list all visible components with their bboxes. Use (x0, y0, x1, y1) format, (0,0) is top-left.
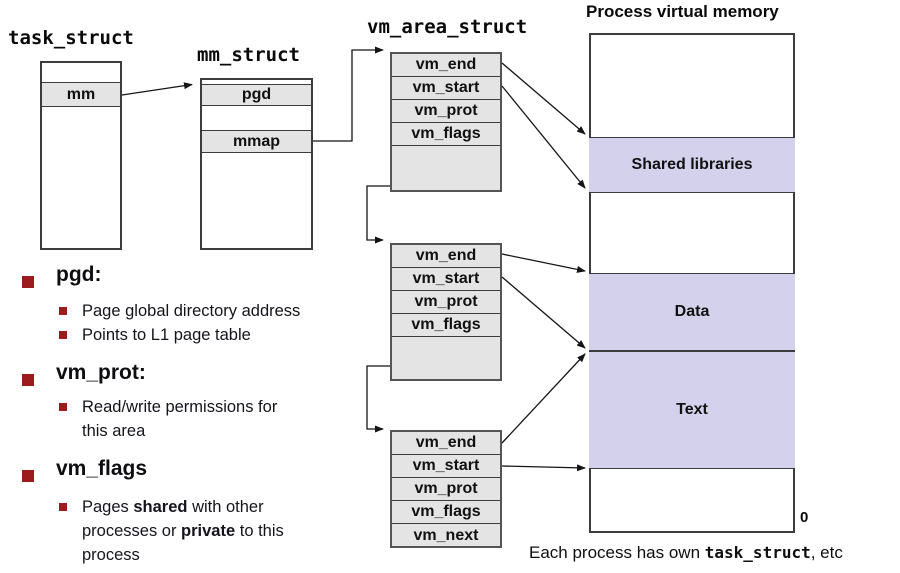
region-text: Text (589, 351, 795, 469)
vm-field: vm_flags (392, 123, 500, 146)
bullet-item: Page global directory address (82, 302, 301, 320)
arrow-mmap-to-vm-area-1 (313, 46, 384, 142)
arrow-mm-to-mm-struct (121, 82, 193, 96)
bullet-item: Read/write permissions for this area (82, 398, 278, 440)
arrow-vm1-start-to-shared-bottom (501, 85, 586, 189)
memory-title: Process virtual memory (586, 2, 779, 21)
address-zero-label: 0 (800, 509, 809, 526)
bullet-heading-vm-flags: vm_flags (56, 457, 148, 480)
vm-field: vm_start (392, 268, 500, 291)
caption-mono: task_struct (704, 543, 811, 562)
memory-box: Shared libraries Data Text (589, 33, 795, 533)
mm-struct-title: mm_struct (197, 44, 300, 66)
arrow-vm-area-1-to-2 (366, 185, 390, 244)
vm-field: vm_flags (392, 314, 500, 337)
arrow-vm2-end-to-data-top (501, 253, 586, 273)
mm-struct-mmap-field: mmap (202, 130, 311, 153)
caption-prefix: Each process has own (529, 543, 705, 562)
region-data: Data (589, 273, 795, 351)
bullet-item: Pages shared with other processes or pri… (82, 498, 284, 564)
vm-area-struct-box-2: vm_end vm_start vm_prot vm_flags (390, 243, 502, 381)
arrow-vm-area-2-to-3 (366, 365, 390, 433)
footer-caption: Each process has own task_struct, etc (529, 543, 843, 563)
region-shared-libraries: Shared libraries (589, 137, 795, 193)
mm-struct-pgd-field: pgd (202, 84, 311, 106)
bullet-heading-vm-prot: vm_prot: (56, 361, 146, 384)
vm-field: vm_prot (392, 478, 500, 501)
bullet-icon (22, 374, 34, 386)
vm-area-struct-box-1: vm_end vm_start vm_prot vm_flags (390, 52, 502, 192)
caption-suffix: , etc (810, 543, 843, 562)
task-struct-box: mm (40, 61, 122, 250)
bullet-heading-pgd: pgd: (56, 263, 102, 286)
arrow-vm3-end-to-text-top (501, 353, 586, 444)
vm-box-filler (392, 146, 500, 190)
arrow-vm1-end-to-shared-top (501, 62, 586, 135)
task-struct-title: task_struct (8, 27, 134, 49)
vm-box-filler (392, 337, 500, 379)
arrow-vm2-start-to-data-bottom (501, 276, 586, 349)
vm-field: vm_prot (392, 291, 500, 314)
vm-field: vm_prot (392, 100, 500, 123)
vm-area-struct-title: vm_area_struct (367, 16, 528, 38)
sub-bullet-icon (59, 403, 67, 411)
task-struct-mm-field: mm (42, 82, 120, 107)
vm-field: vm_next (413, 526, 479, 544)
vm-field: vm_flags (392, 501, 500, 524)
vm-field: vm_end (392, 54, 500, 77)
mm-struct-box: pgd mmap (200, 78, 313, 250)
vm-field: vm_end (392, 245, 500, 268)
bullet-icon (22, 276, 34, 288)
arrow-vm3-start-to-text-bottom (501, 464, 586, 472)
vm-field: vm_end (392, 432, 500, 455)
vm-area-struct-box-3: vm_end vm_start vm_prot vm_flags vm_next (390, 430, 502, 548)
vm-field: vm_start (392, 77, 500, 100)
bullet-item: Points to L1 page table (82, 326, 251, 344)
sub-bullet-icon (59, 503, 67, 511)
bullet-icon (22, 470, 34, 482)
sub-bullet-icon (59, 307, 67, 315)
sub-bullet-icon (59, 331, 67, 339)
vm-field: vm_start (392, 455, 500, 478)
